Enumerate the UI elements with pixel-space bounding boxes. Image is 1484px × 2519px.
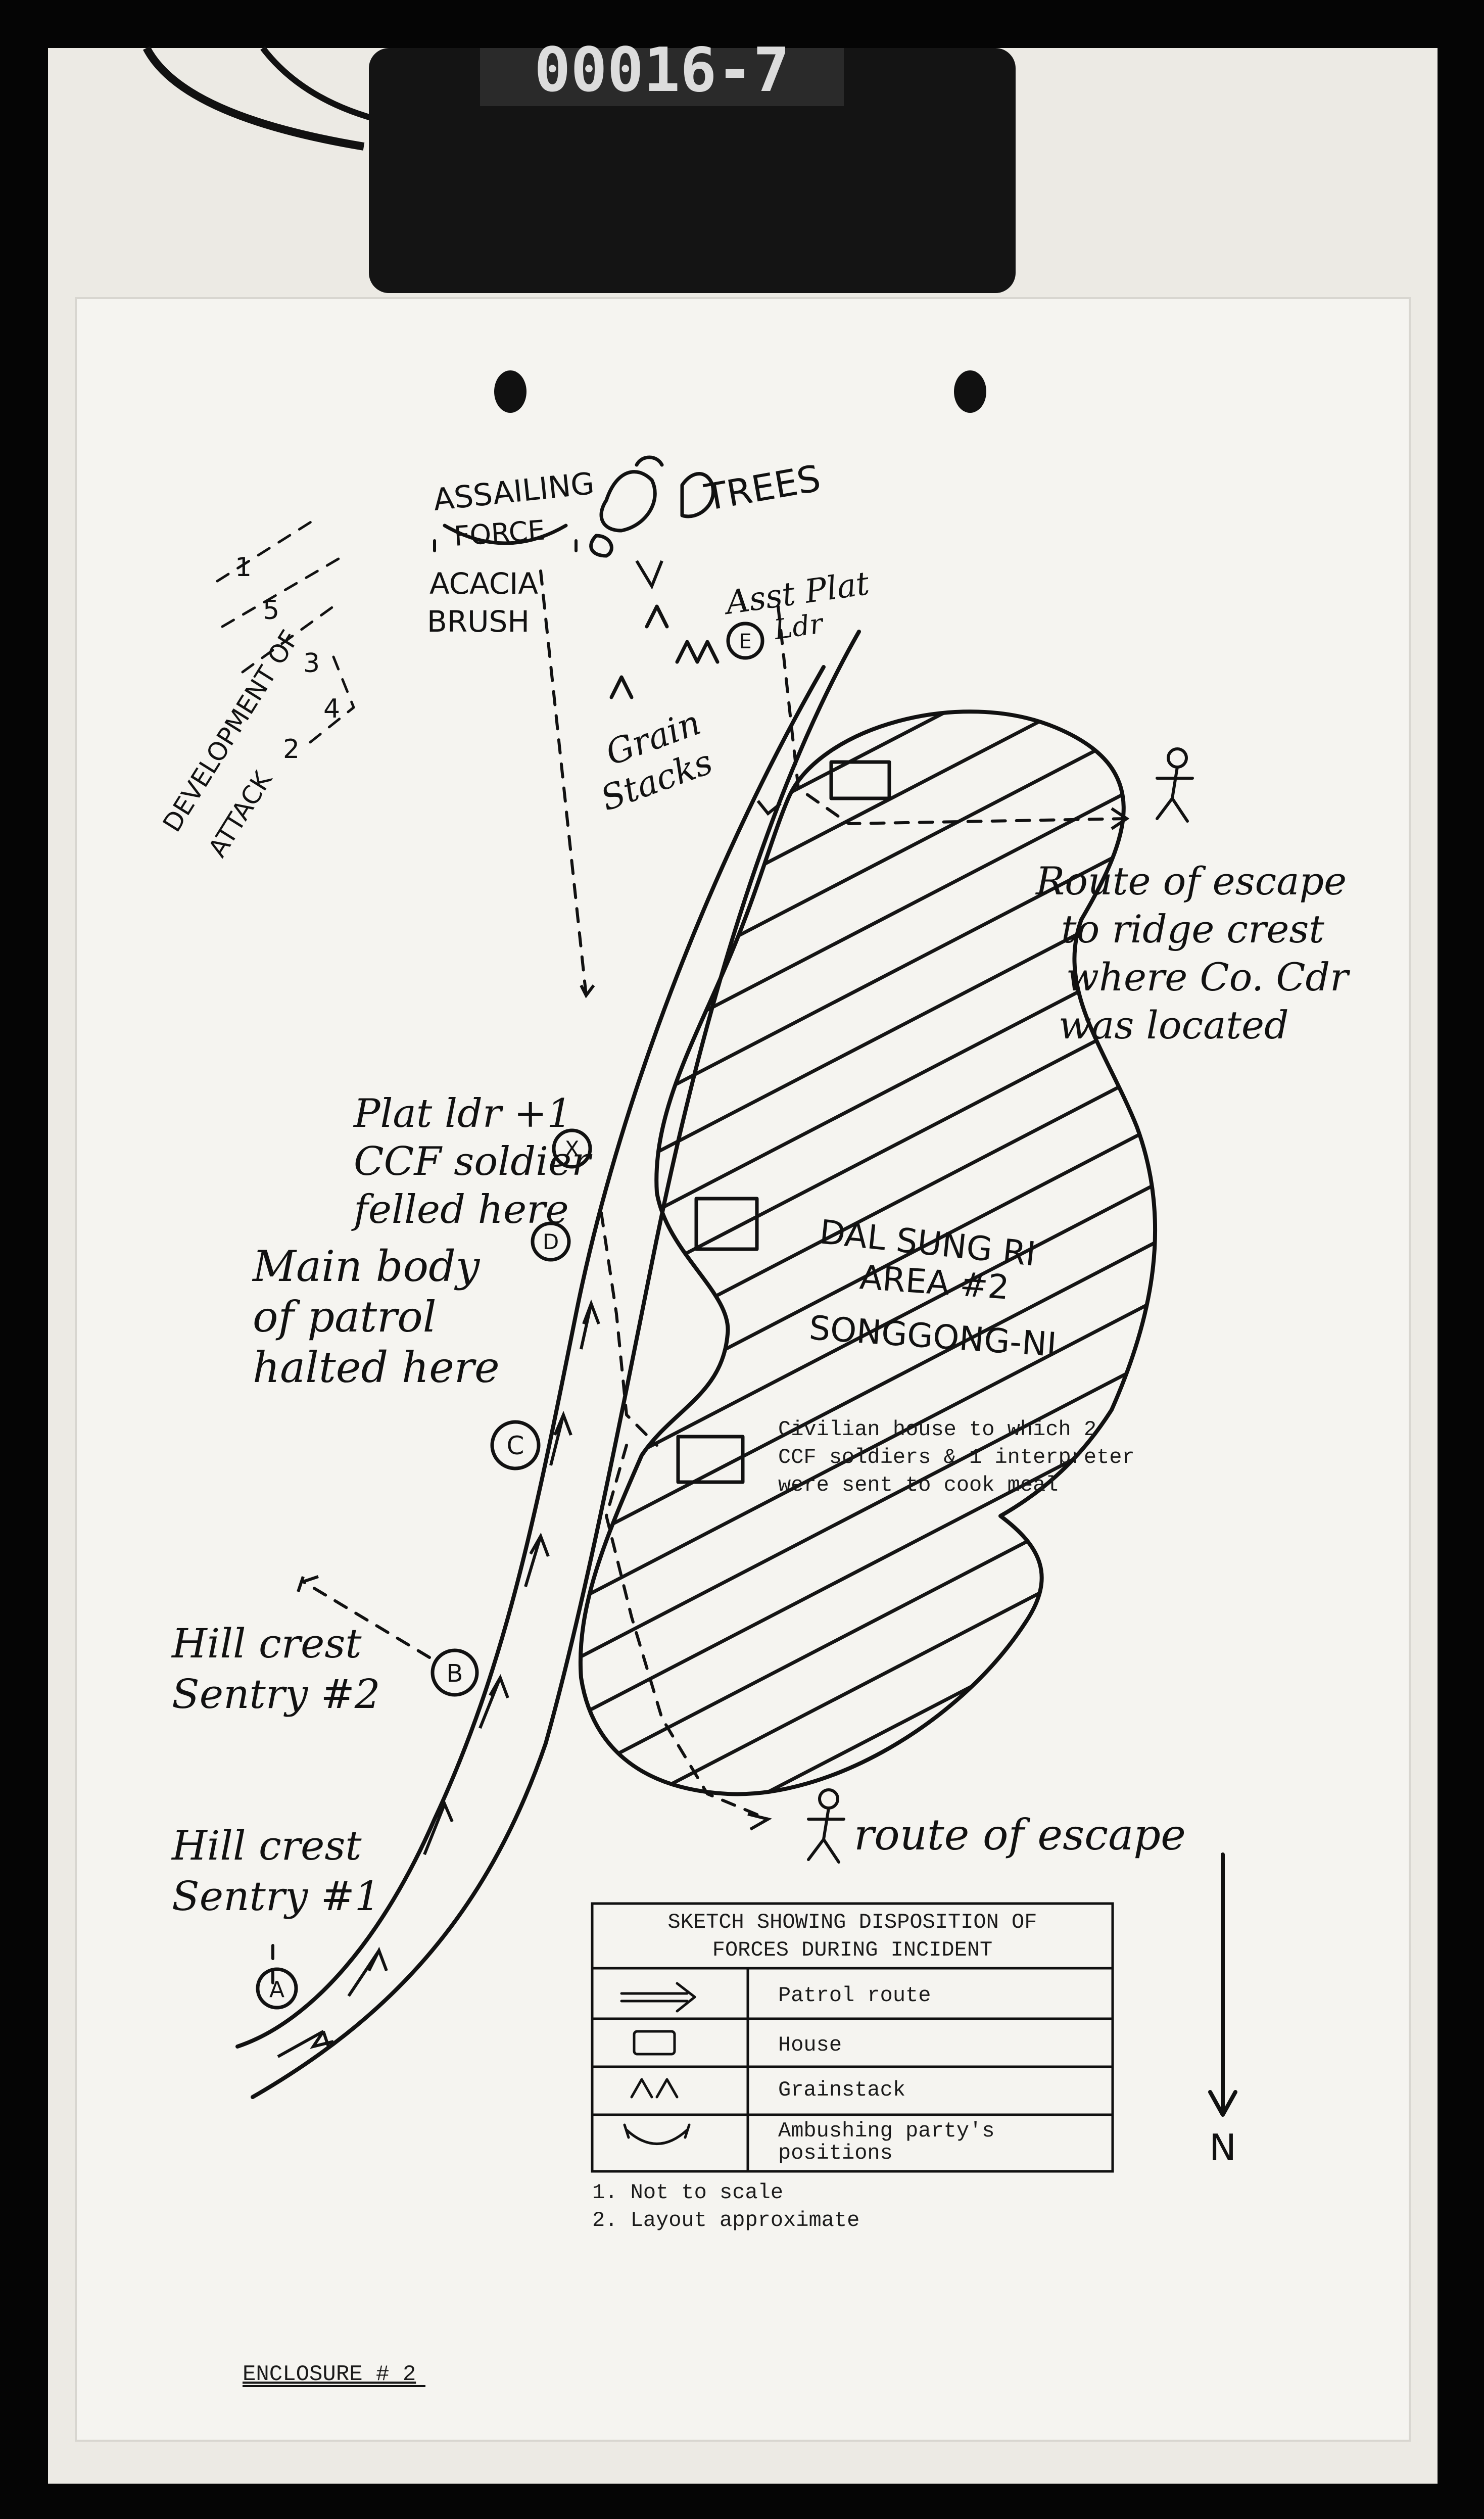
sentry1-line1: Hill crest bbox=[171, 1822, 362, 1869]
ambush-arc bbox=[443, 524, 568, 545]
sentry2-line1: Hill crest bbox=[171, 1620, 362, 1667]
acacia-label: ACACIA bbox=[429, 566, 538, 601]
legend-table: SKETCH SHOWING DISPOSITION OF FORCES DUR… bbox=[591, 1902, 1114, 2173]
road-edge-west bbox=[251, 630, 861, 2099]
escape-route-note: Route of escape to ridge crest where Co.… bbox=[1035, 859, 1351, 1048]
note-layout-approximate: 2. Layout approximate bbox=[592, 2208, 859, 2232]
hatch-line bbox=[580, 1269, 1156, 1627]
counter-housing bbox=[369, 48, 1016, 293]
house-civilian bbox=[676, 1435, 745, 1484]
escapee-figure-northeast bbox=[1156, 747, 1194, 823]
civilian-house-note: Civilian house to which 2 CCF soldiers &… bbox=[778, 1417, 1135, 1497]
route-arrowheads bbox=[297, 560, 1130, 1831]
asst-plat-ldr-label-line2: Ldr bbox=[772, 607, 826, 646]
position-e-marker bbox=[726, 622, 764, 660]
grainstack-icon bbox=[630, 2078, 679, 2099]
sentry-1-note: Hill crest Sentry #1 bbox=[171, 1822, 380, 1920]
position-markers: E X D C B A bbox=[256, 622, 764, 2010]
escape-note-line2: to ridge crest bbox=[1061, 907, 1324, 952]
route-of-escape-label: route of escape bbox=[854, 1810, 1186, 1860]
sentry-2-note: Hill crest Sentry #2 bbox=[171, 1620, 380, 1718]
note-not-to-scale: 1. Not to scale bbox=[592, 2180, 783, 2205]
main-body-note-line1: Main body bbox=[252, 1242, 481, 1291]
road-edge-east bbox=[235, 665, 826, 2049]
plat-ldr-note-line1: Plat ldr +1 bbox=[353, 1091, 572, 1136]
position-a-marker bbox=[256, 1967, 298, 2010]
legend-row-ambush-line2: positions bbox=[778, 2141, 893, 2165]
dev-mark-5: 5 bbox=[263, 595, 279, 626]
north-arrow: N bbox=[1208, 1852, 1237, 2169]
north-label: N bbox=[1209, 2126, 1236, 2169]
legend-row-patrol-route: Patrol route bbox=[778, 1983, 931, 2008]
house-north bbox=[829, 760, 891, 800]
position-b-letter: B bbox=[447, 1659, 463, 1688]
patrol-route-arrows bbox=[277, 1299, 600, 2058]
dev-mark-4: 4 bbox=[323, 694, 340, 724]
legend-title-line2: FORCES DURING INCIDENT bbox=[712, 1938, 993, 1962]
escape-note-line4: was located bbox=[1059, 1003, 1289, 1048]
dev-mark-3: 3 bbox=[303, 648, 320, 679]
position-x-marker bbox=[552, 1128, 592, 1169]
paper-sheet bbox=[75, 297, 1411, 2442]
house-icon bbox=[633, 2030, 676, 2056]
dev-mark-2: 2 bbox=[283, 734, 300, 765]
enclosure-label: ENCLOSURE # 2 bbox=[243, 2362, 416, 2387]
position-e-letter: E bbox=[739, 630, 751, 653]
brush-label: BRUSH bbox=[427, 604, 530, 639]
trees-sketch bbox=[589, 455, 715, 558]
main-body-note-line3: halted here bbox=[253, 1343, 500, 1392]
dev-mark-1: 1 bbox=[235, 552, 252, 583]
punch-hole-right bbox=[954, 370, 986, 413]
position-x-letter: X bbox=[565, 1136, 580, 1161]
main-body-note-line2: of patrol bbox=[253, 1292, 437, 1342]
punch-hole-left bbox=[494, 370, 526, 413]
arrow-icon bbox=[620, 1982, 696, 2013]
plat-ldr-note: Plat ldr +1 CCF soldier felled here bbox=[351, 1091, 593, 1232]
main-body-note: Main body of patrol halted here bbox=[252, 1242, 500, 1392]
position-a-letter: A bbox=[269, 1977, 284, 2003]
force-label: FORCE bbox=[453, 514, 546, 552]
legend-title-line1: SKETCH SHOWING DISPOSITION OF bbox=[668, 1910, 1037, 1934]
plat-ldr-note-line3: felled here bbox=[351, 1187, 569, 1232]
position-c-letter: C bbox=[507, 1431, 524, 1460]
sentry1-line2: Sentry #1 bbox=[172, 1873, 380, 1920]
hatch-line bbox=[580, 1211, 1156, 1569]
plat-ldr-note-line2: CCF soldier bbox=[354, 1139, 593, 1184]
escapee-figure-south bbox=[807, 1788, 845, 1864]
escape-note-line3: where Co. Cdr bbox=[1066, 955, 1351, 1000]
escape-note-line1: Route of escape bbox=[1035, 859, 1347, 904]
civilian-note-line3: were sent to cook meal bbox=[778, 1473, 1059, 1497]
legend-row-grainstack: Grainstack bbox=[778, 2078, 905, 2102]
house-middle bbox=[694, 1197, 759, 1251]
grainstacks bbox=[609, 604, 720, 699]
position-c-marker bbox=[490, 1420, 541, 1470]
village-area-outline bbox=[578, 709, 1158, 1796]
legend-row-house: House bbox=[778, 2033, 842, 2057]
position-b-marker bbox=[430, 1648, 479, 1697]
sentry2-line2: Sentry #2 bbox=[172, 1671, 380, 1718]
frame-counter: 00016-7 bbox=[142, 35, 1016, 293]
counter-digits: 00016-7 bbox=[534, 35, 790, 106]
position-d-marker bbox=[531, 1221, 571, 1262]
position-d-letter: D bbox=[543, 1229, 559, 1254]
movement-dashed-lines bbox=[271, 569, 1128, 1992]
civilian-note-line1: Civilian house to which 2 bbox=[778, 1417, 1096, 1442]
legend-row-ambush-line1: Ambushing party's bbox=[778, 2119, 994, 2143]
ambush-icon bbox=[623, 2123, 691, 2145]
civilian-note-line2: CCF soldiers & 1 interpreter bbox=[778, 1445, 1135, 1469]
hatch-line bbox=[580, 1327, 1156, 1685]
